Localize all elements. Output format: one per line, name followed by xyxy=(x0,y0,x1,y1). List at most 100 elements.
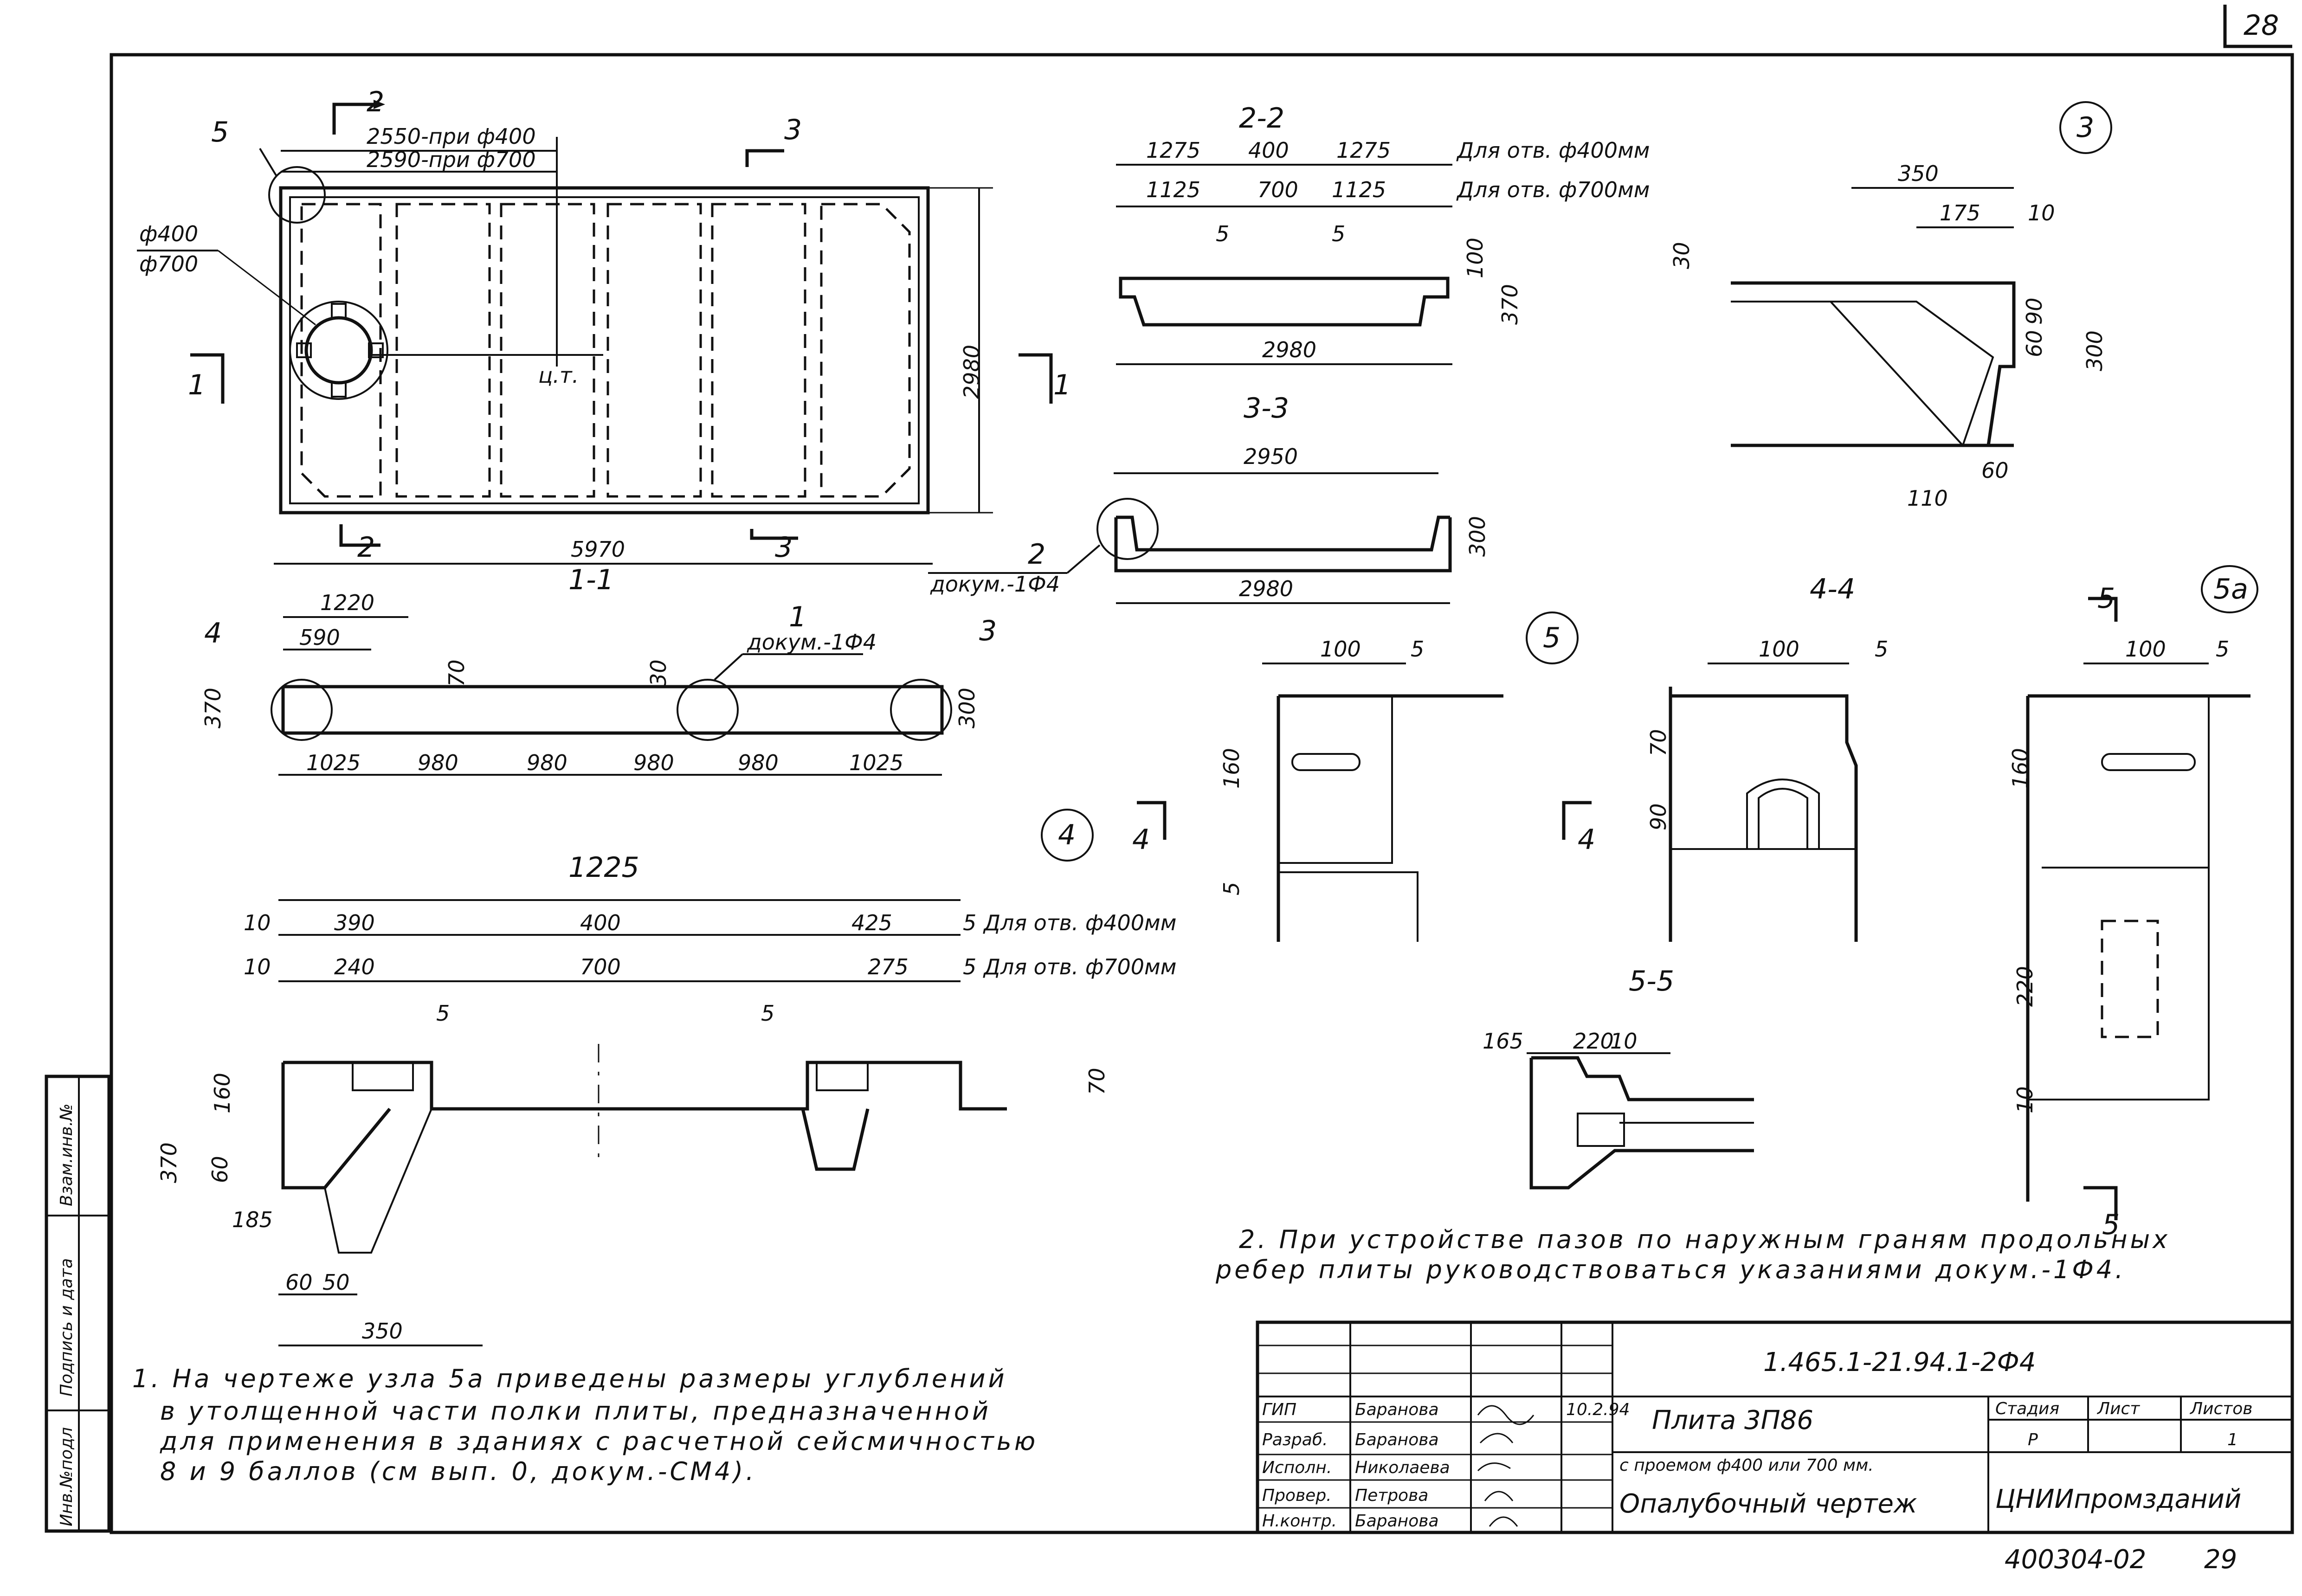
tb-role-prover: Провер. xyxy=(1262,1486,1332,1505)
tb-product-l1: Плита 3П86 xyxy=(1652,1405,1813,1435)
tb-role-nkontr: Н.контр. xyxy=(1262,1512,1337,1531)
s22-width: 2980 xyxy=(1262,337,1316,362)
tb-sheets-header: Листов xyxy=(2189,1399,2252,1418)
s22-row2-note: Для отв. ф700мм xyxy=(1456,177,1650,202)
s33-height: 300 xyxy=(1465,516,1490,557)
plan-section-2-bottom: 2 xyxy=(357,531,375,564)
s11-node-3: 3 xyxy=(979,615,997,647)
node4-r2-b: 240 xyxy=(334,954,375,979)
s11-span-4: 980 xyxy=(633,750,674,775)
stamp-signature-date: Подпись и дата xyxy=(57,1258,76,1396)
plan-section-2-top: 2 xyxy=(367,86,384,118)
note-1-line-2: в утолщенной части полки плиты, предназн… xyxy=(160,1396,991,1426)
node4-dim-185: 185 xyxy=(232,1207,273,1232)
node4-dim-60: 60 xyxy=(207,1156,232,1183)
s33-bottom: 2980 xyxy=(1239,576,1293,601)
tb-name-3: Николаева xyxy=(1355,1458,1450,1477)
plan-section-3-bottom: 3 xyxy=(775,531,793,564)
plan-section-1-right: 1 xyxy=(1053,369,1071,401)
s11-node-1: 1 xyxy=(789,601,806,633)
note-2-line-2: ребер плиты руководствоваться указаниями… xyxy=(1215,1255,2126,1284)
plan-length-5970: 5970 xyxy=(571,537,625,562)
s55-dim-10: 10 xyxy=(1610,1029,1638,1054)
archive-number: 400304-02 xyxy=(2005,1545,2146,1575)
node3-dim-60: 60 xyxy=(2022,330,2047,357)
tb-role-razrab: Разраб. xyxy=(1262,1430,1328,1449)
node-3-detail: 3 350 175 10 30 90 60 300 110 60 xyxy=(1669,101,2112,511)
node3-dim-350: 350 xyxy=(1898,161,1939,186)
node4-dim-370: 370 xyxy=(156,1142,181,1183)
s22-row2-a: 1125 xyxy=(1146,177,1200,202)
s22-row2-c: 1125 xyxy=(1332,177,1386,202)
node3-dim-110: 110 xyxy=(1907,486,1948,511)
plan-hole xyxy=(304,316,373,385)
node5a-cut-bottom: 5 xyxy=(2102,1209,2120,1241)
s22-title: 2-2 xyxy=(1239,102,1284,135)
node5a-dim-100: 100 xyxy=(2125,637,2166,662)
tb-role-gip: ГИП xyxy=(1262,1400,1296,1419)
tb-organization: ЦНИИпромзданий xyxy=(1995,1484,2241,1514)
node5-cut-left: 4 xyxy=(1132,824,1150,856)
tb-drawing-type: Опалубочный чертеж xyxy=(1619,1489,1917,1519)
title-block: 1.465.1-21.94.1-2Ф4 ГИП Разраб. Исполн. … xyxy=(1256,1320,2294,1534)
node4-r2-d: 275 xyxy=(868,954,909,979)
s55-dim-220: 220 xyxy=(1573,1029,1614,1054)
s22-row2-b: 700 xyxy=(1257,177,1298,202)
s11-span-2: 980 xyxy=(418,750,458,775)
s33-title: 3-3 xyxy=(1244,392,1289,425)
s11-node-4: 4 xyxy=(204,617,222,650)
node5a-dim-160: 160 xyxy=(2008,748,2033,789)
s11-span-3: 980 xyxy=(527,750,567,775)
stamp-vzam-inv: Взам.инв.№ xyxy=(57,1103,76,1206)
node4-dim-350: 350 xyxy=(362,1319,403,1344)
tb-product-l2: с проемом ф400 или 700 мм. xyxy=(1619,1456,1874,1475)
plan-dim-2590: 2590-при ф700 xyxy=(367,147,536,172)
note-1-line-1: 1. На чертеже узла 5а приведены размеры … xyxy=(132,1364,1007,1393)
s22-dim-5b: 5 xyxy=(1332,221,1345,246)
s44-dim-100: 100 xyxy=(1759,637,1799,662)
s11-dim-590: 590 xyxy=(299,625,340,650)
plan-dim-2550: 2550-при ф400 xyxy=(367,124,536,149)
tb-stage-header: Стадия xyxy=(1995,1399,2059,1418)
s11-dim-1220: 1220 xyxy=(320,590,374,615)
s22-dim-5a: 5 xyxy=(1216,221,1229,246)
plan-node-5-label: 5 xyxy=(211,116,229,148)
node5-label: 5 xyxy=(1543,622,1560,654)
s22-row1-b: 400 xyxy=(1248,138,1289,163)
node5a-label: 5а xyxy=(2213,573,2248,605)
s11-dim-370: 370 xyxy=(200,688,226,728)
node5a-cut-top: 5 xyxy=(2097,582,2115,615)
node-4-detail: 4 1225 10 390 400 425 5 Для отв. ф400мм … xyxy=(156,809,1176,1346)
tb-signatures xyxy=(1477,1405,1535,1527)
tb-name-2: Баранова xyxy=(1355,1430,1439,1449)
node5-cut-right: 4 xyxy=(1578,824,1595,856)
node4-r2-a: 10 xyxy=(244,954,271,979)
s22-row1-a: 1275 xyxy=(1146,138,1200,163)
s22-row1-note: Для отв. ф400мм xyxy=(1456,138,1650,163)
plan-title-1-1: 1-1 xyxy=(568,564,614,596)
node4-dim-70: 70 xyxy=(1084,1068,1109,1095)
node4-r2-note: Для отв. ф700мм xyxy=(983,954,1176,979)
node4-r1-note: Для отв. ф400мм xyxy=(983,910,1176,935)
section-3-3: 3-3 2950 2980 300 2 докум.-1Ф4 xyxy=(928,392,1490,604)
node4-r1-d: 425 xyxy=(851,910,892,935)
s55-title: 5-5 xyxy=(1629,965,1674,998)
s33-top: 2950 xyxy=(1244,444,1298,469)
s11-span-6: 1025 xyxy=(849,750,903,775)
tb-doc-code: 1.465.1-21.94.1-2Ф4 xyxy=(1763,1347,2036,1377)
plan-hole-700: ф700 xyxy=(139,251,198,277)
node4-r1-a: 10 xyxy=(244,910,271,935)
section-5-5: 5-5 165 220 10 xyxy=(1483,965,1754,1190)
node4-dim-5: 5 xyxy=(436,1001,450,1026)
sheet-number-box xyxy=(2223,5,2292,48)
node5-dim-5: 5 xyxy=(1411,637,1424,662)
node-5a-detail: 5а 5 100 5 160 220 10 5 xyxy=(2008,565,2258,1241)
stamp-inv-podl: Инв.№подл xyxy=(57,1427,76,1526)
s11-dim-300: 300 xyxy=(954,688,980,728)
s33-node-2: 2 xyxy=(1028,538,1045,571)
node5a-dim-5: 5 xyxy=(2216,637,2229,662)
plan-cg-label: ц.т. xyxy=(538,363,579,388)
sheet-number-top: 28 xyxy=(2244,9,2279,42)
node4-dim-1225: 1225 xyxy=(568,851,639,884)
